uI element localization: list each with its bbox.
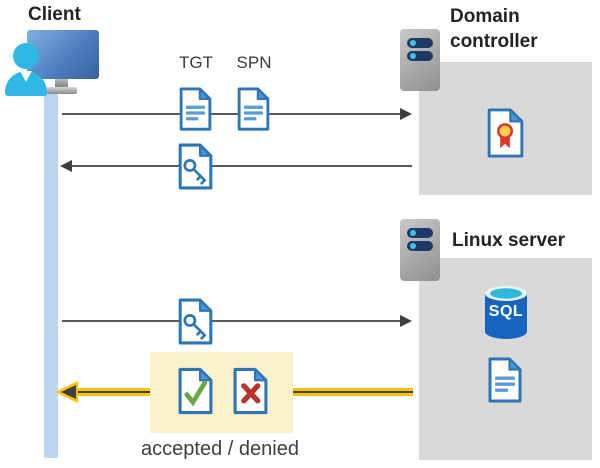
spn-document-icon	[236, 86, 271, 132]
accepted-document-icon	[177, 366, 214, 416]
user-icon	[13, 43, 39, 69]
arrowhead-right-icon	[400, 108, 412, 120]
keytab-document-icon	[487, 356, 523, 404]
monitor-icon	[27, 30, 99, 79]
arrow-request-tickets	[62, 113, 400, 115]
user-collar	[20, 71, 32, 82]
certificate-document-icon	[486, 107, 525, 159]
drive-light	[410, 40, 416, 46]
server-drive	[407, 51, 433, 61]
arrowhead-right-icon	[400, 315, 412, 327]
sql-label: SQL	[488, 303, 524, 320]
monitor-stand-base	[46, 87, 77, 94]
arrow-send-key	[62, 320, 400, 322]
linux-server-icon	[400, 219, 440, 281]
server-drive	[407, 228, 433, 238]
drive-light	[410, 230, 416, 236]
drive-light	[410, 53, 416, 59]
tgt-document-icon	[178, 86, 213, 132]
arrowhead-left-icon	[60, 160, 72, 172]
domain-controller-label-line1: Domain	[450, 6, 520, 27]
result-label: accepted / denied	[141, 438, 299, 460]
sql-database-icon: SQL	[483, 284, 529, 341]
server-drive	[407, 38, 433, 48]
monitor-stand	[55, 79, 68, 88]
arrowhead-left-icon	[61, 385, 76, 399]
key-document-icon	[177, 142, 214, 191]
domain-controller-server-icon	[400, 29, 440, 91]
denied-document-icon	[232, 366, 269, 416]
key-document-icon	[177, 297, 214, 346]
result-highlight-box	[150, 352, 293, 433]
domain-controller-label-line2: controller	[450, 31, 538, 52]
client-lifeline	[44, 93, 58, 458]
server-drive	[407, 241, 433, 251]
arrow-return-key	[71, 165, 412, 167]
tgt-label: TGT	[179, 53, 213, 72]
client-label: Client	[28, 4, 81, 25]
spn-label: SPN	[236, 53, 272, 72]
drive-light	[410, 243, 416, 249]
domain-controller-label: Domain controller	[450, 4, 538, 54]
linux-server-label: Linux server	[452, 230, 565, 251]
